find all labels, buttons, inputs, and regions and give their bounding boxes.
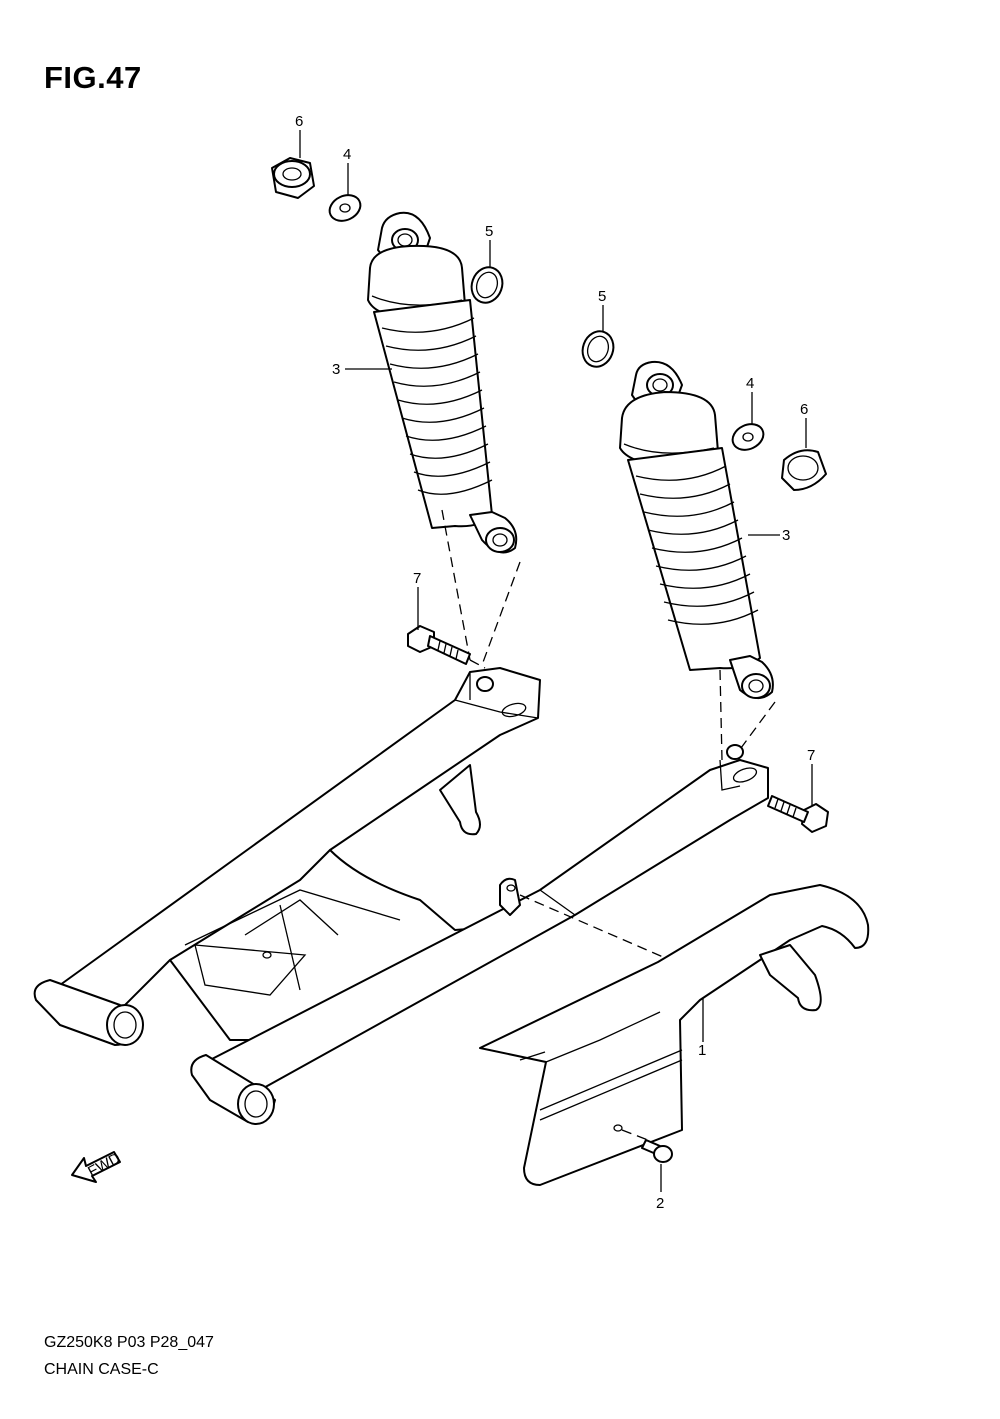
left-washer <box>328 194 362 222</box>
callout-3: 3 <box>332 361 340 378</box>
swingarm <box>33 667 769 1125</box>
callout-4: 4 <box>343 146 351 163</box>
leader-lines <box>299 130 813 1192</box>
callout-7: 7 <box>807 747 815 764</box>
left-o-ring <box>470 266 504 304</box>
callout-3: 3 <box>782 527 790 544</box>
left-mount-bolt <box>407 625 486 669</box>
callout-1: 1 <box>698 1042 706 1059</box>
callout-5: 5 <box>485 223 493 240</box>
chain-case <box>479 884 870 1186</box>
callout-6: 6 <box>800 401 808 418</box>
left-shock-absorber <box>367 211 521 666</box>
callout-4: 4 <box>746 375 754 392</box>
left-cap-nut <box>271 157 315 199</box>
callout-5: 5 <box>598 288 606 305</box>
fwd-arrow: FWD <box>71 1150 123 1183</box>
right-cap-nut <box>781 449 827 491</box>
callout-2: 2 <box>656 1195 664 1212</box>
right-o-ring <box>581 330 615 368</box>
right-washer <box>731 423 765 451</box>
chain-case-screw <box>641 1139 673 1163</box>
right-shock-absorber <box>619 360 776 761</box>
callout-labels: 6 4 5 3 5 4 6 3 7 7 1 2 <box>295 113 815 1212</box>
figure-title: FIG.47 <box>44 60 142 95</box>
diagram-name: CHAIN CASE-C <box>44 1361 159 1378</box>
callout-7: 7 <box>413 570 421 587</box>
callout-6: 6 <box>295 113 303 130</box>
diagram-code: GZ250K8 P03 P28_047 <box>44 1334 214 1351</box>
svg-text:FWD: FWD <box>85 1150 123 1181</box>
